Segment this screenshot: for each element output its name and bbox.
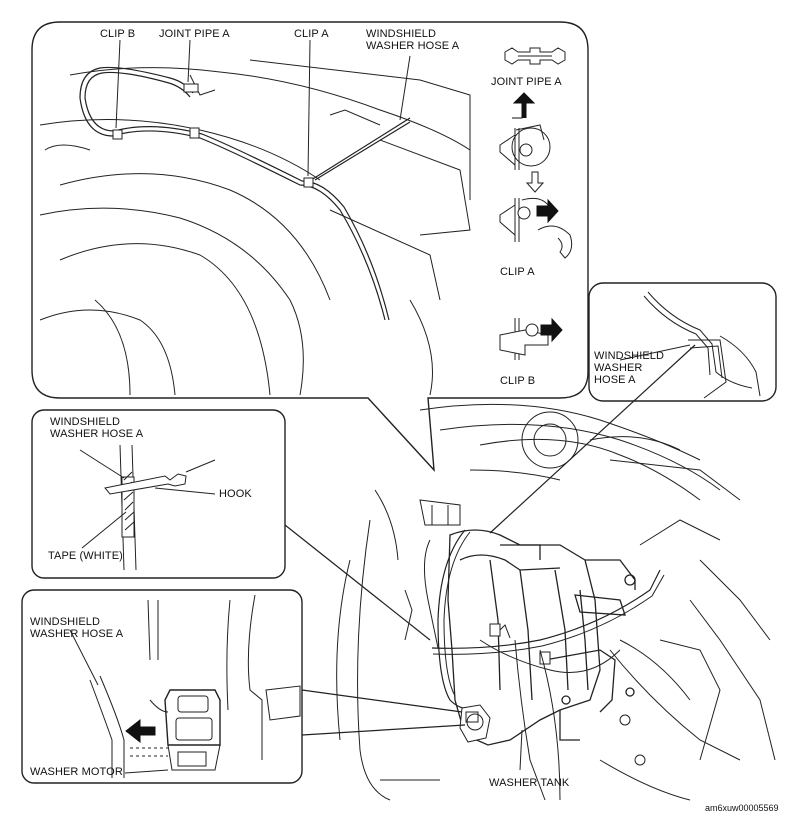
washer-motor bbox=[459, 704, 491, 743]
label-tape-white: TAPE (WHITE) bbox=[48, 550, 123, 562]
clip-a-marker bbox=[303, 177, 314, 188]
joint-pipe-a-detail bbox=[504, 47, 566, 65]
label-clip-b: CLIP B bbox=[100, 28, 136, 40]
right-detail-panel bbox=[588, 282, 777, 402]
label-hook: HOOK bbox=[219, 488, 252, 500]
main-assembly bbox=[284, 344, 776, 801]
label-clip-b-detail: CLIP B bbox=[500, 375, 536, 387]
clip-b-detail bbox=[499, 317, 563, 360]
clip-a-detail-step1 bbox=[499, 92, 551, 170]
label-windshield-washer-hose-a-top: WINDSHIELD WASHER HOSE A bbox=[366, 28, 460, 52]
joint-pipe-a-marker bbox=[183, 83, 199, 93]
label-joint-pipe-a-detail: JOINT PIPE A bbox=[491, 76, 562, 88]
label-washer-motor: WASHER MOTOR bbox=[30, 766, 123, 778]
label-joint-pipe-a: JOINT PIPE A bbox=[159, 28, 230, 40]
clip-b-marker bbox=[112, 129, 123, 140]
figure-code: am6xuw00005569 bbox=[705, 803, 779, 813]
label-clip-a: CLIP A bbox=[294, 28, 329, 40]
motor-detail-panel bbox=[21, 589, 303, 784]
washer-motor-connector bbox=[130, 689, 221, 771]
label-windshield-washer-hose-a-hook: WINDSHIELD WASHER HOSE A bbox=[50, 416, 144, 440]
label-washer-tank: WASHER TANK bbox=[489, 777, 570, 789]
label-windshield-washer-hose-a-motor: WINDSHIELD WASHER HOSE A bbox=[30, 616, 124, 640]
label-windshield-washer-hose-a-right: WINDSHIELD WASHER HOSE A bbox=[594, 350, 665, 386]
clip-a-detail-step2 bbox=[499, 197, 573, 259]
top-detail-panel bbox=[31, 21, 589, 472]
label-clip-a-detail: CLIP A bbox=[500, 266, 535, 278]
hook-detail-panel bbox=[31, 409, 286, 579]
washer-hose-route bbox=[79, 66, 411, 321]
connector-pull-arrow bbox=[125, 718, 156, 744]
